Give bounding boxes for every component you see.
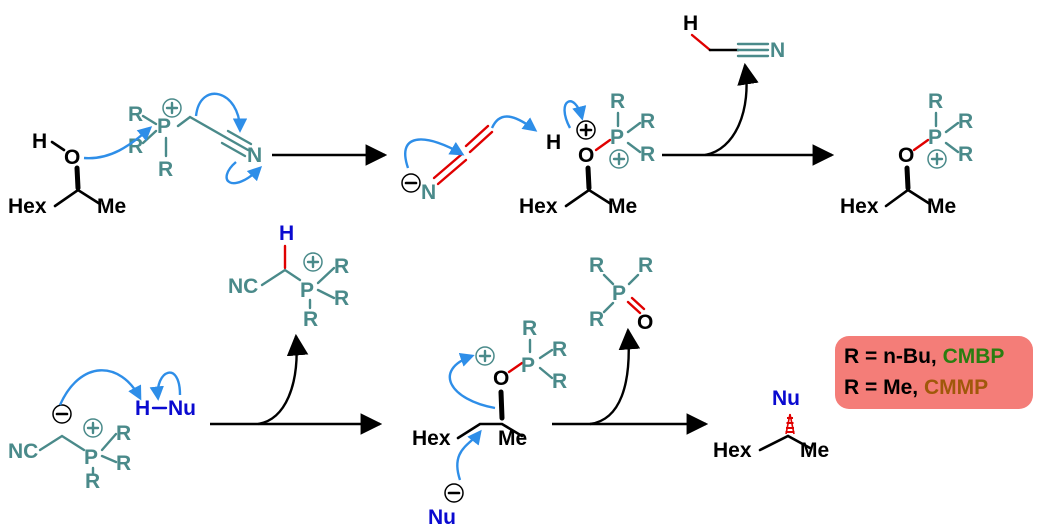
label-me: Me — [800, 439, 829, 462]
atom-h: H — [683, 12, 698, 35]
label-me: Me — [97, 195, 126, 218]
minus-charge-icon — [401, 173, 421, 193]
oxyphosphonium-intermediate: O P R R R Hex Me — [840, 90, 973, 218]
minus-charge-icon — [444, 483, 464, 503]
atom-p: P — [521, 354, 535, 377]
substituent-r: R — [158, 158, 173, 181]
atom-h: H — [32, 130, 47, 153]
label-nc: NC — [8, 440, 38, 463]
atom-n: N — [247, 144, 262, 167]
substituent-r: R — [116, 422, 131, 445]
substituent-r: R — [522, 317, 537, 340]
label-nc: NC — [228, 275, 258, 298]
substituent-r: R — [638, 254, 653, 277]
substituent-r: R — [303, 308, 318, 331]
substituent-r: R — [334, 287, 349, 310]
substituted-product: Nu Hex Me — [713, 387, 829, 462]
label-hex: Hex — [519, 195, 558, 218]
acetonitrile-byproduct: H N — [683, 12, 785, 62]
substituent-r: R — [552, 370, 567, 393]
ylide-deprotonation: NC P R R R H Nu — [8, 369, 196, 493]
sn2-transition: O P R R R Hex Me Nu — [412, 317, 567, 529]
label-hex: Hex — [713, 439, 752, 462]
substituent-r: R — [928, 90, 943, 113]
alcohol-phosphonium-complex: H O Hex Me P R R R N — [8, 92, 262, 218]
substituent-r: R — [552, 338, 567, 361]
atom-p: P — [84, 446, 98, 469]
ylide-and-oxyphosphonium: N H O P R R R Hex Me — [401, 90, 655, 218]
legend-cmmp: CMMP — [924, 376, 988, 399]
substituent-r: R — [589, 308, 604, 331]
atom-o: O — [493, 367, 509, 390]
legend-line-2: R = Me, CMMP — [844, 376, 988, 399]
atom-p: P — [928, 126, 942, 149]
substituent-r: R — [128, 103, 143, 126]
legend-line-1-prefix: R = n-Bu, — [844, 345, 943, 368]
label-hex: Hex — [8, 195, 47, 218]
minus-charge-icon — [52, 404, 72, 424]
label-nu: Nu — [428, 506, 456, 529]
plus-charge-icon — [162, 98, 182, 118]
substituent-r: R — [85, 470, 100, 493]
substituent-r: R — [640, 143, 655, 166]
substituent-r: R — [128, 135, 143, 158]
protonated-phosphonium-byproduct: H NC P R R R — [228, 222, 349, 331]
legend-line-1: R = n-Bu, CMBP — [844, 345, 1004, 368]
substituent-r: R — [116, 452, 131, 475]
atom-p: P — [610, 126, 624, 149]
label-me: Me — [498, 427, 527, 450]
atom-o: O — [637, 311, 653, 334]
label-hex: Hex — [840, 195, 879, 218]
label-me: Me — [608, 195, 637, 218]
atom-n: N — [770, 39, 785, 62]
substituent-r: R — [958, 143, 973, 166]
substituent-r: R — [334, 255, 349, 278]
legend-line-2-prefix: R = Me, — [844, 376, 924, 399]
label-nu: Nu — [168, 397, 196, 420]
atom-o: O — [64, 146, 80, 169]
substituent-r: R — [610, 90, 625, 113]
label-hex: Hex — [412, 427, 451, 450]
atom-h: H — [546, 131, 561, 154]
atom-h: H — [279, 222, 294, 245]
substituent-r: R — [589, 254, 604, 277]
label-nu: Nu — [772, 387, 800, 410]
plus-charge-icon — [83, 418, 103, 438]
legend-cmbp: CMBP — [943, 345, 1005, 368]
atom-o: O — [578, 144, 594, 167]
atom-h: H — [135, 397, 150, 420]
phosphine-oxide-byproduct: R R P R O — [589, 254, 653, 334]
atom-p: P — [157, 115, 171, 138]
legend-box — [835, 336, 1033, 409]
atom-p: P — [300, 279, 314, 302]
substituent-r: R — [958, 110, 973, 133]
atom-p: P — [612, 282, 626, 305]
atom-n: N — [421, 181, 436, 204]
atom-o: O — [898, 144, 914, 167]
substituent-r: R — [640, 110, 655, 133]
reagent-legend: R = n-Bu, CMBP R = Me, CMMP — [835, 336, 1033, 409]
label-me: Me — [927, 195, 956, 218]
